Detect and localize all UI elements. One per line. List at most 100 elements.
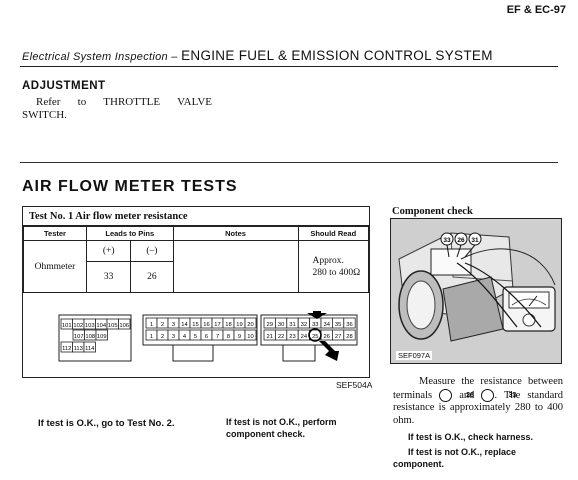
notes-cell	[172, 240, 299, 293]
photo-label-2: 26	[457, 237, 465, 244]
if-ok-right: If test is O.K., check harness.	[408, 432, 534, 442]
pin-label: 24	[301, 334, 308, 340]
pin-label: 109	[97, 334, 107, 340]
pin-label: 16	[203, 322, 209, 328]
pin-label: 8	[227, 334, 230, 340]
terminal-33-badge: 33	[481, 388, 516, 402]
photo-label-1: 33	[443, 237, 451, 244]
col-notes: Notes	[172, 226, 299, 241]
test-table: Tester Leads to Pins Notes Should Read O…	[23, 226, 370, 293]
pin-label: 28	[346, 334, 352, 340]
pin-label: 112	[62, 346, 71, 352]
col-should-read: Should Read	[297, 226, 370, 241]
pin-label: 107	[74, 334, 84, 340]
pin-label: 26	[323, 334, 329, 340]
pin-label: 17	[214, 322, 220, 328]
connector-housing-1	[58, 314, 132, 362]
probe-arrow-down	[307, 305, 327, 319]
pin-label: 18	[225, 322, 231, 328]
col-leads: Leads to Pins	[86, 226, 174, 241]
pin-label: 102	[73, 323, 83, 329]
minus-pin: 26	[130, 261, 174, 293]
pin-label: 9	[238, 334, 241, 340]
reading-line2: 280 to 400Ω	[312, 267, 361, 278]
pin-label: 7	[216, 334, 219, 340]
pin-label: 14	[181, 322, 188, 328]
pin-cell	[343, 317, 356, 329]
measure-text-1: Measure the resistance between terminals	[393, 376, 563, 401]
pin-label: 10	[247, 334, 253, 340]
tester-value: Ohmmeter	[23, 240, 87, 293]
section-title: ENGINE FUEL & EMISSION CONTROL SYSTEM	[181, 48, 493, 63]
pin-cell	[118, 318, 131, 330]
header-rule	[20, 66, 558, 67]
pin-label: 113	[74, 346, 83, 352]
pin-label: 19	[236, 322, 242, 328]
pin-cell	[244, 317, 257, 329]
minus-label: (–)	[130, 240, 174, 262]
pin-label: 33	[312, 322, 318, 328]
test-heading: Test No. 1 Air flow meter resistance	[23, 207, 369, 226]
pin-cell	[343, 329, 356, 341]
plus-pin: 33	[85, 261, 132, 293]
measure-and: and	[452, 389, 482, 401]
pin-label: 25	[312, 334, 318, 340]
photo-label-3: 31	[471, 237, 479, 244]
pin-label: 36	[346, 322, 352, 328]
component-check-title: Component check	[392, 206, 473, 217]
pin-label: 35	[335, 322, 341, 328]
section-prefix: Electrical System Inspection –	[22, 51, 182, 63]
pin-label: 30	[278, 322, 284, 328]
probe-arrow-up	[319, 341, 339, 361]
pin-label: 103	[85, 323, 95, 329]
pin-label: 22	[278, 334, 284, 340]
if-ok-left: If test is O.K., go to Test No. 2.	[38, 418, 175, 429]
pin-cell	[244, 329, 257, 341]
air-flow-meter-title: AIR FLOW METER TESTS	[22, 178, 238, 195]
if-not-ok-left: If test is not O.K., perform component c…	[226, 417, 337, 439]
pin-label: 3	[172, 334, 175, 340]
reading-line1: Approx.	[312, 255, 344, 266]
measure-text-2: . The standard resistance is approximate…	[393, 389, 563, 426]
pin-label: 4	[183, 334, 187, 340]
adjustment-title: ADJUSTMENT	[22, 80, 106, 92]
connector-latch-2	[172, 344, 214, 362]
adjustment-body: Refer to THROTTLE VALVE SWITCH.	[22, 96, 212, 121]
plus-label: (+)	[85, 240, 132, 262]
pin-label: 15	[192, 322, 198, 328]
pin-label: 114	[85, 346, 95, 352]
pin-label: 29	[266, 322, 272, 328]
pin-label: 31	[289, 322, 295, 328]
page-code: EF & EC-97	[506, 4, 566, 16]
pin-label: 3	[172, 322, 175, 328]
pin-label: 6	[205, 334, 208, 340]
figure-code-left: SEF504A	[336, 380, 373, 390]
pin-label: 32	[301, 322, 307, 328]
pin-label: 105	[108, 323, 118, 329]
pin-label: 108	[85, 334, 95, 340]
pin-label: 34	[323, 322, 330, 328]
col-tester: Tester	[23, 226, 87, 241]
pin-label: 27	[335, 334, 341, 340]
pin-label: 106	[119, 323, 129, 329]
terminal-26-badge: 26	[439, 388, 474, 402]
pin-label: 2	[161, 322, 164, 328]
pin-highlight	[308, 328, 322, 342]
pin-label: 104	[96, 323, 106, 329]
pin-label: 21	[266, 334, 272, 340]
measure-instruction: Measure the resistance between terminals…	[393, 376, 563, 427]
pin-label: 20	[247, 322, 253, 328]
test-table-box: Test No. 1 Air flow meter resistance Tes…	[22, 206, 370, 378]
pin-cell	[83, 341, 96, 353]
connector-latch-3	[282, 344, 316, 362]
reading-cell: Approx. 280 to 400Ω	[297, 240, 370, 293]
air-flow-meter-illustration: 33 26 31	[391, 219, 561, 363]
component-photo: 33 26 31	[390, 218, 562, 364]
pin-label: 1	[150, 334, 153, 340]
pin-cell	[95, 329, 108, 341]
pin-label: 2	[161, 334, 164, 340]
pin-label: 1	[150, 322, 153, 328]
if-not-ok-right: If test is not O.K., replace component.	[393, 447, 517, 469]
